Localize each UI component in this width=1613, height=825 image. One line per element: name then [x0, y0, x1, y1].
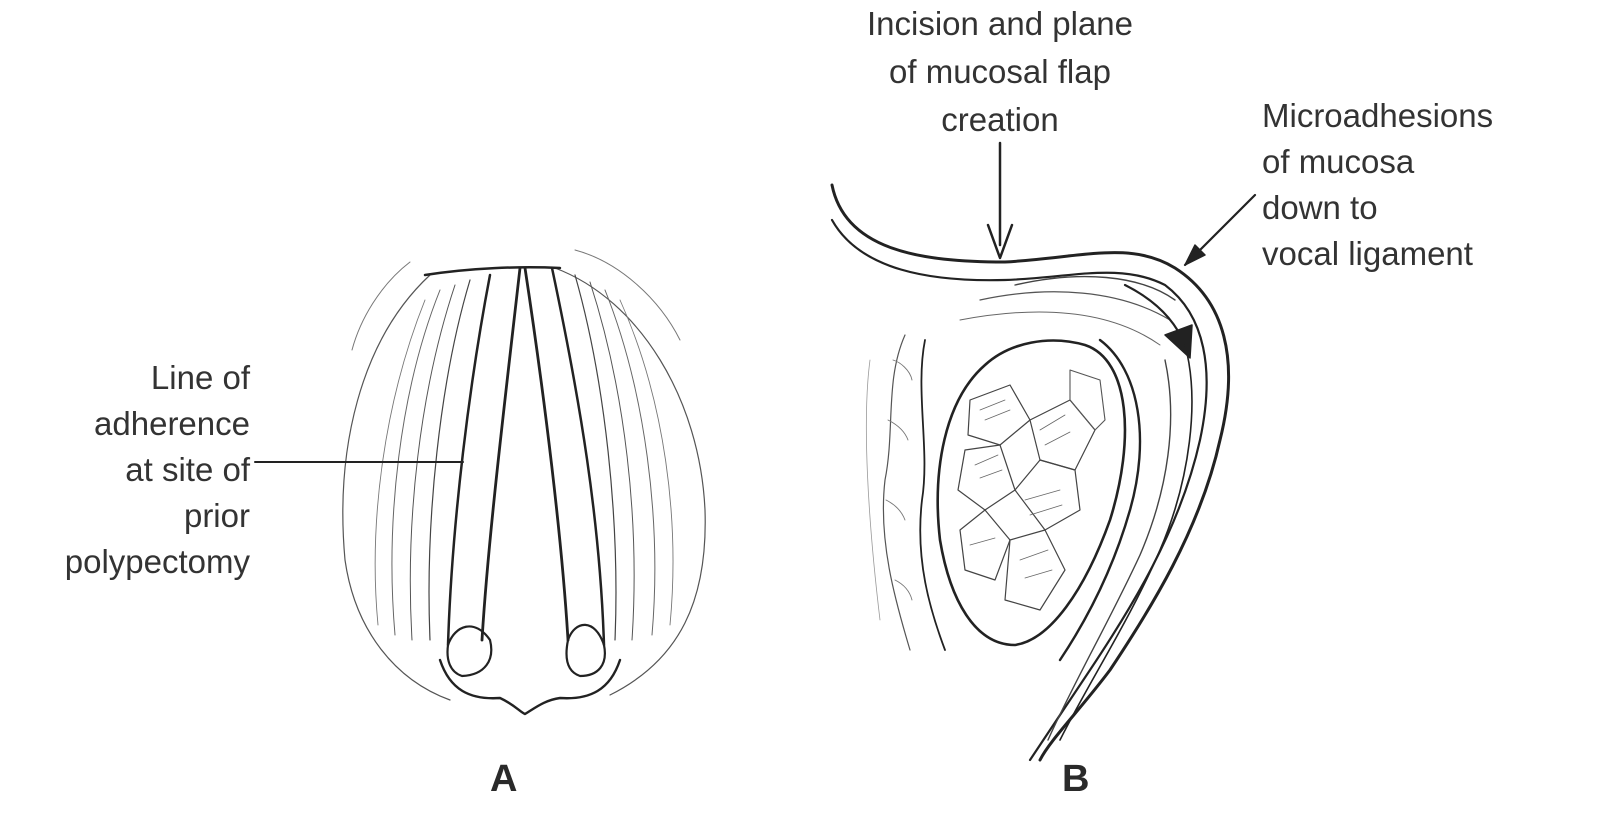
- panel-b-section-drawing: [832, 143, 1255, 760]
- panel-a-larynx-drawing: [255, 250, 705, 714]
- microadhesions-label-line1: Microadhesions: [1262, 98, 1493, 134]
- adherence-label-line1: Line of: [60, 360, 250, 396]
- microadhesions-label-line3: down to: [1262, 190, 1378, 226]
- microadhesions-label-line4: vocal ligament: [1262, 236, 1473, 272]
- microadhesions-label-line2: of mucosa: [1262, 144, 1414, 180]
- incision-label-line1: Incision and plane: [820, 6, 1180, 42]
- incision-label-line2: of mucosal flap: [820, 54, 1180, 90]
- adherence-label-line2: adherence: [40, 406, 250, 442]
- panel-b-letter: B: [1062, 758, 1089, 801]
- adherence-label-line5: polypectomy: [20, 544, 250, 580]
- adherence-label-line4: prior: [40, 498, 250, 534]
- adherence-label-line3: at site of: [40, 452, 250, 488]
- panel-a-letter: A: [490, 758, 517, 801]
- incision-label-line3: creation: [820, 102, 1180, 138]
